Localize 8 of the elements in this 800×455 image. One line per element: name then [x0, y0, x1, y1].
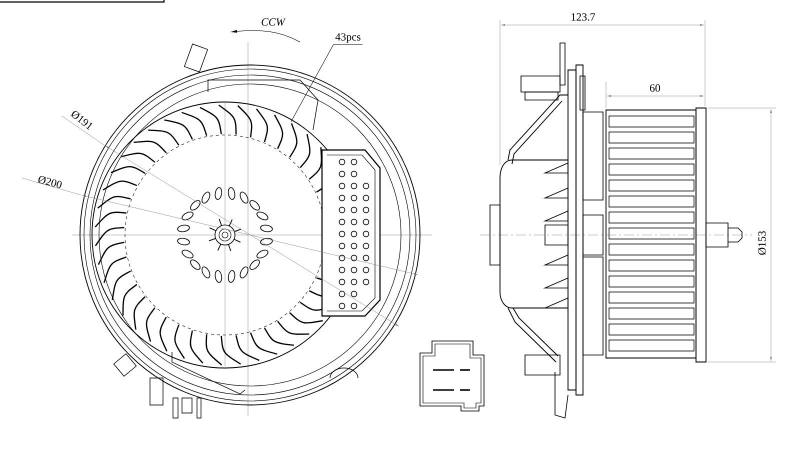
callout-label: 43pcs — [333, 33, 363, 45]
direction-label: CCW — [262, 18, 286, 26]
dimension-label: 123.7 — [572, 13, 596, 21]
dimension-label: Ø200 — [38, 176, 62, 188]
dimension-label: 60 — [650, 84, 660, 92]
leader-line — [290, 44, 334, 122]
impeller-blade — [289, 123, 298, 158]
dimension-label: Ø153 — [758, 231, 766, 255]
